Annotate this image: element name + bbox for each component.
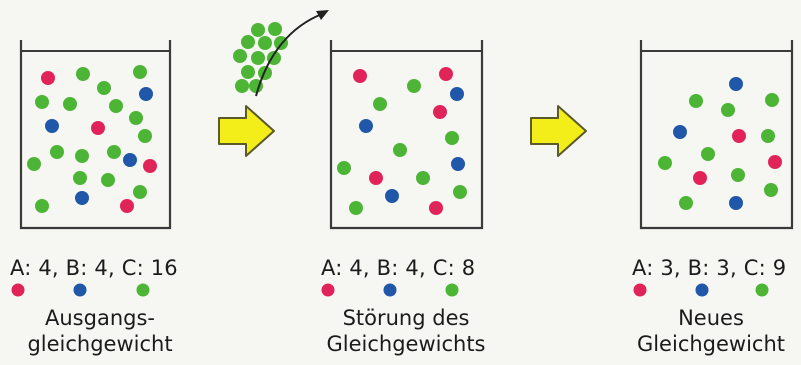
caption-line: gleichgewicht — [27, 332, 173, 356]
particle-b — [139, 87, 153, 101]
particle-c — [337, 161, 351, 175]
particle-c — [73, 171, 87, 185]
vessel-3 — [639, 40, 794, 230]
particle-c — [27, 157, 41, 171]
particle-c — [50, 145, 64, 159]
caption-1: Ausgangs- gleichgewicht — [20, 305, 180, 357]
particle-a — [369, 171, 383, 185]
legend-dot-b — [73, 283, 87, 297]
caption-line: Neues — [678, 306, 744, 330]
caption-2: Störung des Gleichgewichts — [311, 305, 501, 357]
vessel-1 — [19, 40, 172, 230]
particle-c — [97, 81, 111, 95]
particle-c — [689, 94, 703, 108]
particle-c-removed — [268, 22, 282, 36]
particle-c — [761, 129, 775, 143]
right-arrow-icon — [218, 105, 275, 157]
particle-a — [120, 199, 134, 213]
particle-b — [729, 196, 743, 210]
particle-c — [658, 156, 672, 170]
particle-c-removed — [235, 79, 249, 93]
particle-c — [764, 183, 778, 197]
particle-c — [107, 145, 121, 159]
particle-c — [129, 111, 143, 125]
legend-dot-b — [695, 283, 709, 297]
particle-c — [453, 185, 467, 199]
caption-line: Ausgangs- — [45, 306, 155, 330]
particle-count-2: A: 4, B: 4, C: 8 — [321, 256, 476, 280]
particle-c — [701, 147, 715, 161]
vessel-2 — [329, 40, 484, 230]
particle-b — [729, 77, 743, 91]
particle-b — [123, 153, 137, 167]
caption-line: Gleichgewichts — [326, 332, 486, 356]
particle-b — [451, 157, 465, 171]
particle-c-removed — [251, 23, 265, 37]
particle-c-removed — [251, 51, 265, 65]
particle-c-removed — [258, 36, 272, 50]
caption-3: Neues Gleichgewicht — [626, 305, 796, 357]
legend-dot-c — [445, 283, 459, 297]
particle-c — [109, 99, 123, 113]
particle-b — [75, 191, 89, 205]
particle-b — [45, 119, 59, 133]
particle-c — [679, 196, 693, 210]
right-arrow-icon — [530, 105, 587, 157]
particle-count-1: A: 4, B: 4, C: 16 — [10, 256, 178, 280]
particle-c — [393, 143, 407, 157]
particle-c — [731, 168, 745, 182]
particle-c — [416, 171, 430, 185]
particle-count-3: A: 3, B: 3, C: 9 — [632, 256, 787, 280]
particle-a — [433, 105, 447, 119]
legend-dot-c — [755, 283, 769, 297]
particle-c — [75, 149, 89, 163]
particle-c — [721, 103, 735, 117]
particle-a — [429, 201, 443, 215]
particle-a — [143, 159, 157, 173]
particle-a — [693, 171, 707, 185]
particle-a — [732, 129, 746, 143]
particle-b — [450, 87, 464, 101]
particle-c — [407, 79, 421, 93]
particle-a — [353, 69, 367, 83]
particle-a — [91, 121, 105, 135]
particle-c — [445, 131, 459, 145]
caption-line: Störung des — [342, 306, 470, 330]
particle-c-removed — [241, 65, 255, 79]
curved-arrow-icon — [255, 10, 329, 97]
particle-c-removed — [233, 49, 247, 63]
legend-dot-b — [383, 283, 397, 297]
legend-dot-c — [136, 283, 150, 297]
particle-b — [673, 125, 687, 139]
particle-c — [373, 97, 387, 111]
particle-c — [35, 199, 49, 213]
legend-dot-a — [11, 283, 25, 297]
removed-particles-cluster — [233, 22, 288, 93]
caption-line: Gleichgewicht — [636, 332, 786, 356]
particle-c — [35, 95, 49, 109]
particle-c-removed — [241, 35, 255, 49]
particle-a — [439, 67, 453, 81]
particle-b — [359, 119, 373, 133]
particle-a — [41, 71, 55, 85]
particle-c — [138, 129, 152, 143]
particle-c — [133, 185, 147, 199]
particle-a — [768, 155, 782, 169]
beaker-outline — [639, 40, 794, 230]
legend-dot-a — [321, 283, 335, 297]
legend-dot-a — [633, 283, 647, 297]
particle-c — [133, 65, 147, 79]
particle-c — [63, 97, 77, 111]
particle-b — [385, 189, 399, 203]
particle-c — [101, 173, 115, 187]
beaker-outline — [329, 40, 484, 230]
particle-c — [349, 201, 363, 215]
particle-c — [76, 67, 90, 81]
particle-c — [765, 93, 779, 107]
beaker-outline — [19, 40, 172, 230]
